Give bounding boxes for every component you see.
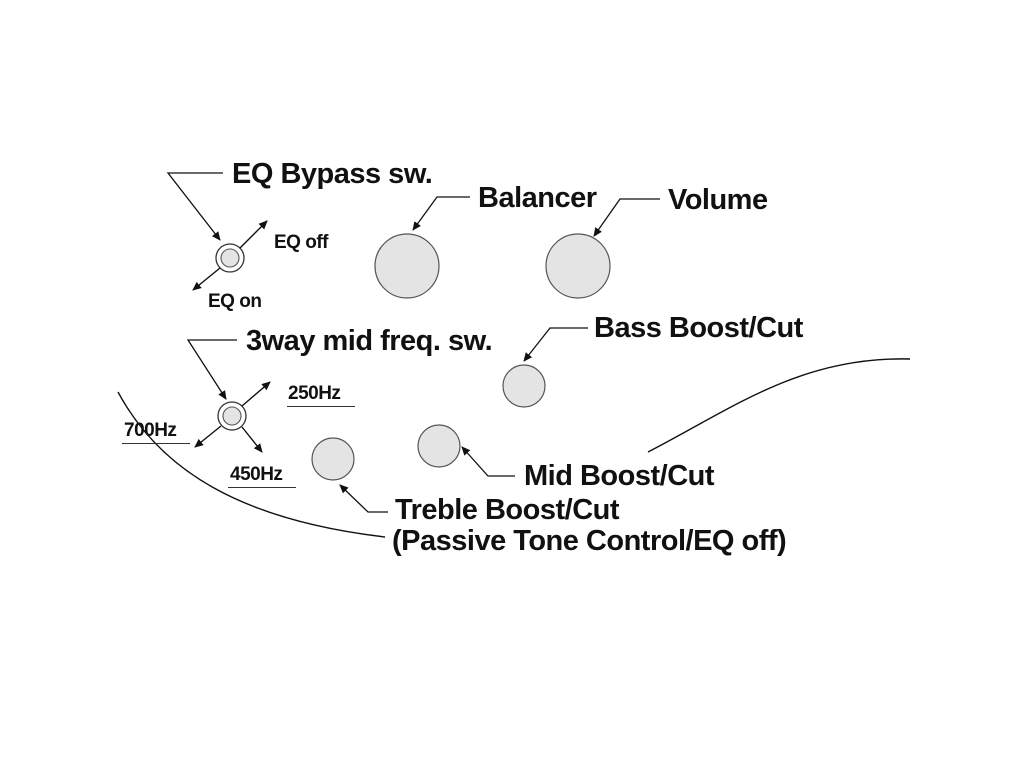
balancer-leader xyxy=(412,196,470,231)
passive-tone-control-label: (Passive Tone Control/EQ off) xyxy=(392,525,787,557)
eq-off-label: EQ off xyxy=(274,232,329,253)
treble-boost-cut-leader xyxy=(339,484,388,513)
volume-leader xyxy=(593,198,660,237)
hz-700-underline xyxy=(122,443,190,444)
volume-knob[interactable] xyxy=(545,233,611,299)
hz-250-arrow xyxy=(241,381,271,407)
three-way-mid-freq-switch[interactable] xyxy=(217,401,247,431)
eq-on-arrow xyxy=(192,267,221,291)
hz-250-underline xyxy=(287,406,355,407)
balancer-knob[interactable] xyxy=(374,233,440,299)
body-outline-curve-right xyxy=(647,358,911,453)
three-way-mid-freq-sw-label: 3way mid freq. sw. xyxy=(246,325,493,357)
body-outline-curve-left xyxy=(117,391,386,538)
bass-boost-cut-leader xyxy=(523,327,588,362)
bass-boost-cut-label: Bass Boost/Cut xyxy=(594,312,803,344)
hz-450-underline xyxy=(228,487,296,488)
bass-boost-cut-knob[interactable] xyxy=(502,364,546,408)
eq-on-label: EQ on xyxy=(208,291,262,312)
eq-bypass-leader xyxy=(166,172,223,241)
hz-450-arrow xyxy=(241,426,263,453)
mid-boost-cut-leader xyxy=(461,446,515,477)
eq-off-arrow xyxy=(239,220,268,249)
hz-700-arrow xyxy=(194,425,222,448)
mid-boost-cut-knob[interactable] xyxy=(417,424,461,468)
eq-bypass-sw-label: EQ Bypass sw. xyxy=(232,158,433,190)
balancer-label: Balancer xyxy=(478,182,597,214)
hz-450-label: 450Hz xyxy=(230,464,283,485)
hz-700-label: 700Hz xyxy=(124,420,177,441)
eq-bypass-switch[interactable] xyxy=(215,243,245,273)
treble-boost-cut-label: Treble Boost/Cut xyxy=(395,494,620,526)
treble-boost-cut-knob[interactable] xyxy=(311,437,355,481)
three-way-leader xyxy=(186,339,237,400)
hz-250-label: 250Hz xyxy=(288,383,341,404)
volume-label: Volume xyxy=(668,184,768,216)
mid-boost-cut-label: Mid Boost/Cut xyxy=(524,460,715,492)
